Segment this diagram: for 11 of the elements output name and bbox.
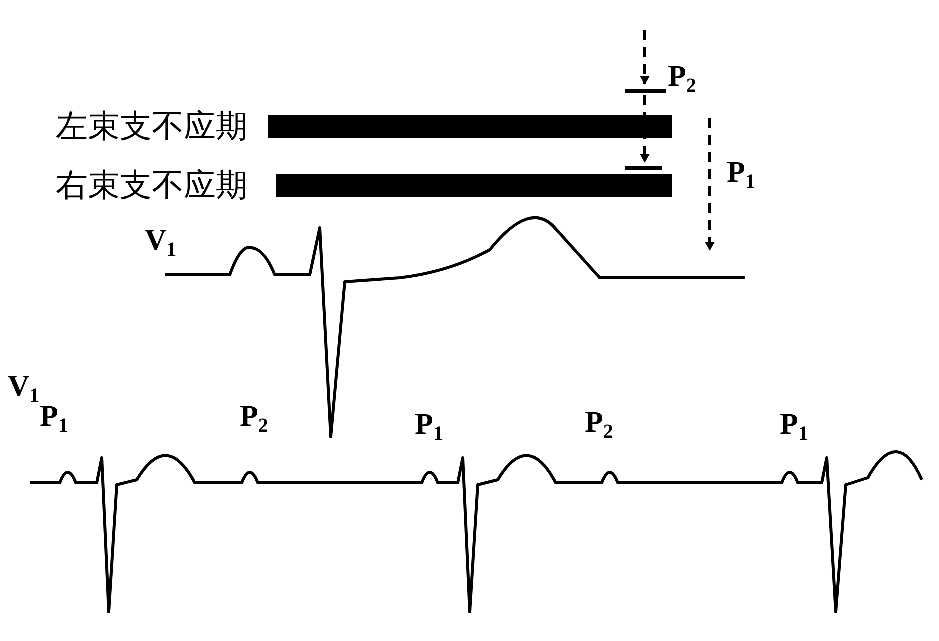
wave-label: P$_{2}$ bbox=[585, 408, 614, 442]
bundle-label: 右束支不应期 bbox=[56, 169, 249, 201]
wave-label: P$_{1}$ bbox=[727, 158, 756, 192]
bundle-label: 左束支不应期 bbox=[56, 110, 249, 142]
wave-label: P$_{1}$ bbox=[415, 410, 444, 444]
wave-label: P$_{2}$ bbox=[668, 62, 696, 96]
wave-label: P$_{1}$ bbox=[40, 402, 68, 436]
wave-label: P$_{1}$ bbox=[780, 410, 808, 444]
wave-label: P$_{2}$ bbox=[240, 402, 268, 436]
lead-label: V$_{1}$ bbox=[8, 372, 40, 406]
lead-label: V$_{1}$ bbox=[145, 226, 177, 260]
